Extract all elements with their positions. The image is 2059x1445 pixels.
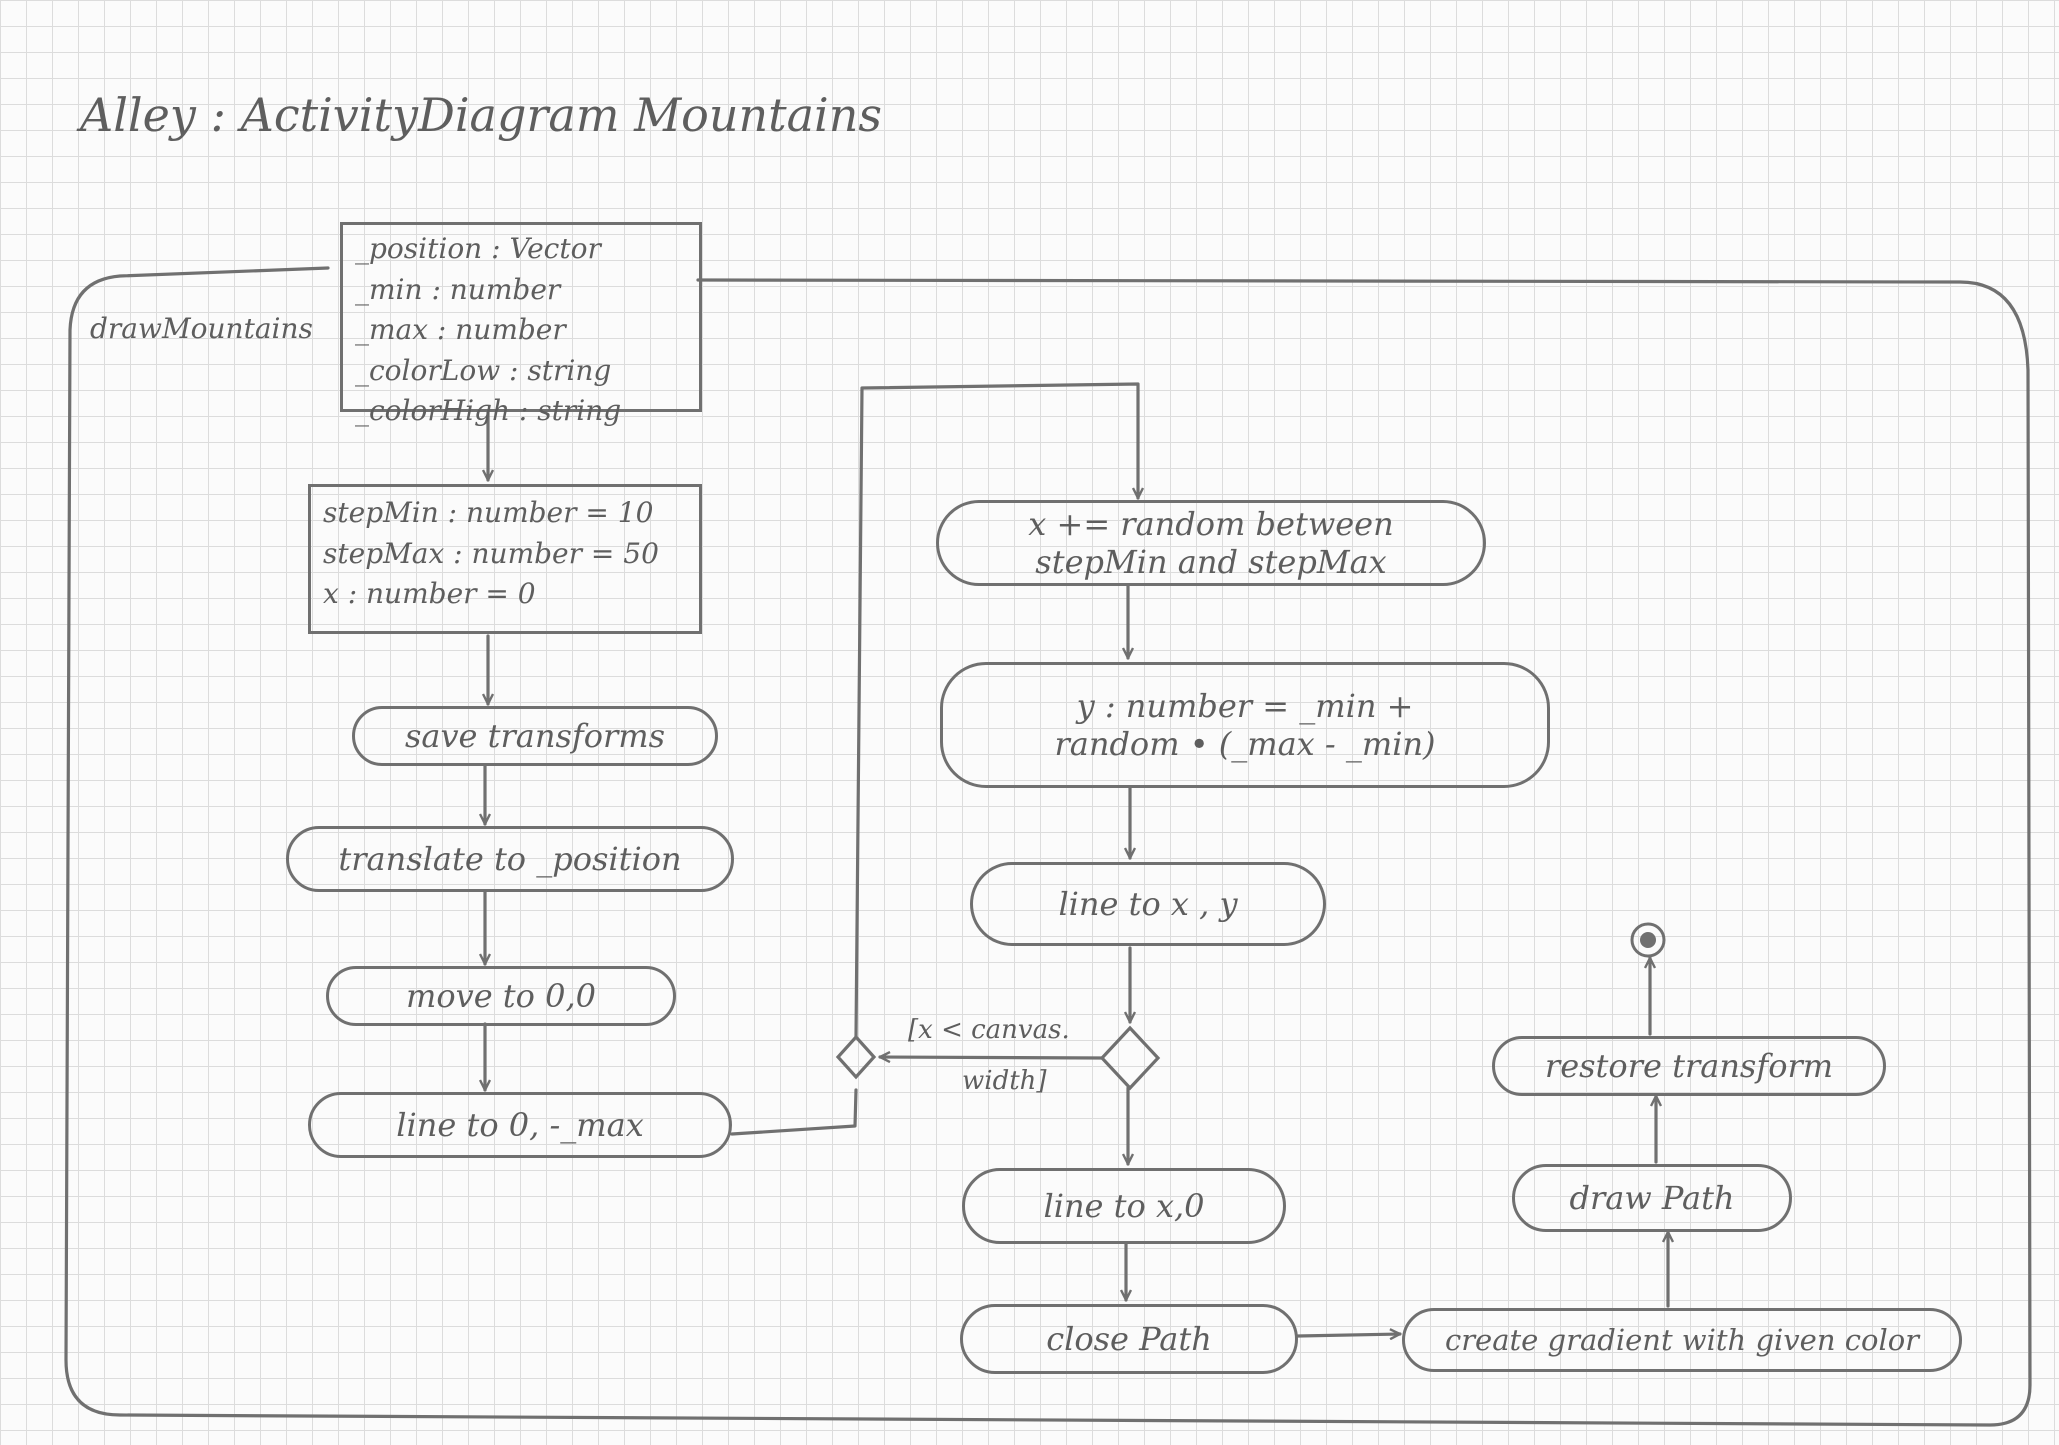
edge-line-to-merge xyxy=(730,1088,858,1136)
action-close-path: close Path xyxy=(960,1304,1298,1374)
merge-node xyxy=(835,1034,877,1080)
action-save-transforms: save transforms xyxy=(352,706,718,766)
edge-decision-to-merge xyxy=(878,1057,1104,1058)
final-node-inner xyxy=(1640,932,1656,948)
variables-box: stepMin : number = 10 stepMax : number =… xyxy=(308,484,702,634)
action-y-calc-line1: y : number = _min + xyxy=(1076,686,1414,725)
decision-node xyxy=(1099,1025,1161,1091)
param-color-high: _colorHigh : string xyxy=(355,394,622,428)
action-x-step: x += random between stepMin and stepMax xyxy=(936,500,1486,586)
action-y-calc: y : number = _min + random • (_max - _mi… xyxy=(940,662,1550,788)
action-create-gradient: create gradient with given color xyxy=(1402,1308,1962,1372)
param-max: _max : number xyxy=(355,313,566,347)
guard-label-line2: width] xyxy=(962,1066,1047,1096)
action-line-to-max: line to 0, -_max xyxy=(308,1092,732,1158)
var-step-min: stepMin : number = 10 xyxy=(323,496,654,529)
action-translate: translate to _position xyxy=(286,826,734,892)
action-line-to-x0: line to x,0 xyxy=(962,1168,1286,1244)
edge-close-to-gradient xyxy=(1296,1334,1402,1336)
activity-name: drawMountains xyxy=(90,312,313,345)
action-y-calc-line2: random • (_max - _min) xyxy=(1054,725,1436,763)
edge-merge-to-loop xyxy=(854,382,1138,1039)
action-move-to: move to 0,0 xyxy=(326,966,676,1026)
final-node-outer xyxy=(1630,922,1666,958)
action-draw-path: draw Path xyxy=(1512,1164,1792,1232)
parameter-box: _position : Vector _min : number _max : … xyxy=(340,222,702,427)
param-color-low: _colorLow : string xyxy=(355,353,612,387)
action-restore-transform: restore transform xyxy=(1492,1036,1886,1096)
activity-frame xyxy=(64,266,2032,1427)
param-min: _min : number xyxy=(355,272,561,306)
diagram-title: Alley : ActivityDiagram Mountains xyxy=(80,88,882,142)
action-x-step-line2: stepMin and stepMax xyxy=(1035,543,1387,581)
param-position: _position : Vector xyxy=(355,232,601,265)
action-line-to-xy: line to x , y xyxy=(970,862,1326,946)
action-x-step-line1: x += random between xyxy=(1028,504,1394,543)
var-x: x : number = 0 xyxy=(323,577,536,611)
var-step-max: stepMax : number = 50 xyxy=(323,536,659,570)
guard-label-line1: [x < canvas. xyxy=(908,1015,1070,1045)
